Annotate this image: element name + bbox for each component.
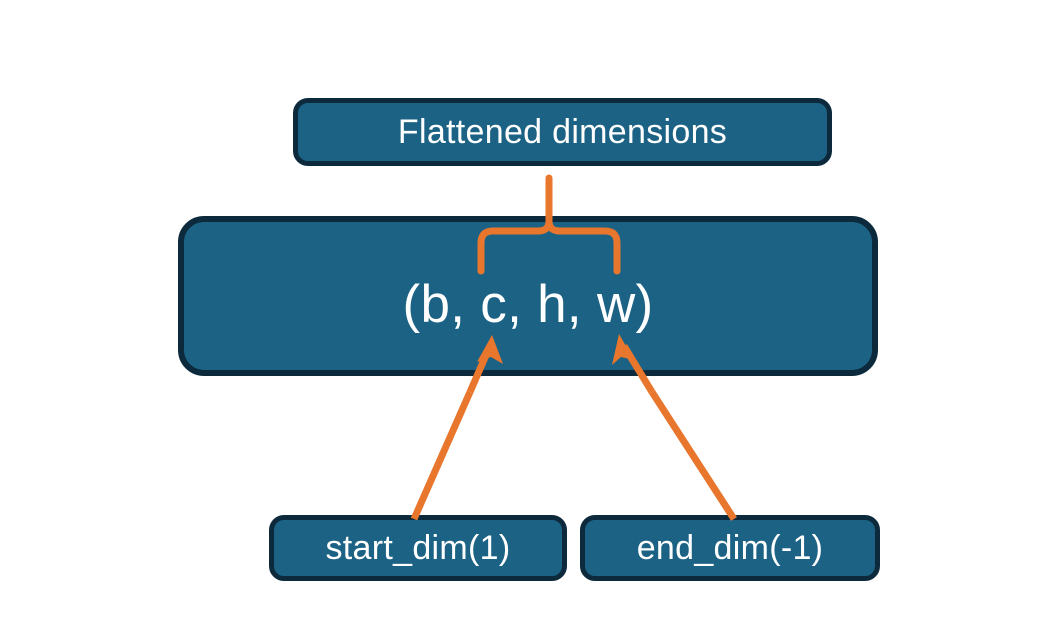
tensor-shape-label: (b, c, h, w) bbox=[402, 274, 654, 334]
end-dim-arrow-tail bbox=[649, 390, 737, 521]
end-dim-box[interactable]: end_dim(-1) bbox=[580, 515, 880, 581]
start-dim-arrow-tail bbox=[410, 390, 474, 521]
start-dim-label: start_dim(1) bbox=[325, 529, 511, 567]
flattened-dimensions-label: Flattened dimensions bbox=[397, 113, 728, 151]
flattened-dimensions-box[interactable]: Flattened dimensions bbox=[293, 98, 832, 166]
tensor-shape-box[interactable]: (b, c, h, w) bbox=[178, 216, 878, 376]
start-dim-box[interactable]: start_dim(1) bbox=[269, 515, 567, 581]
end-dim-label: end_dim(-1) bbox=[636, 529, 824, 567]
